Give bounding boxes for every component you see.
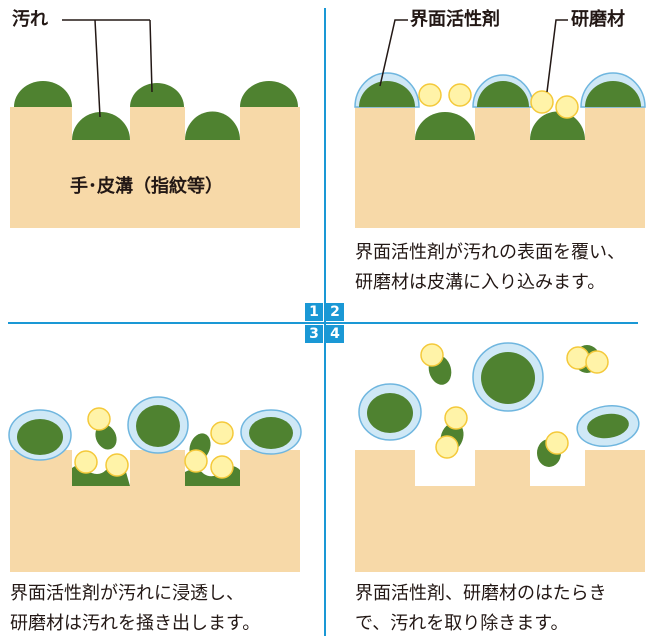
- dirt-label: 汚れ: [12, 9, 48, 30]
- dirt-bump: [530, 111, 585, 140]
- dirt-blob: [95, 424, 117, 450]
- dirt-bump: [415, 112, 475, 140]
- panel-number-2: 2: [326, 303, 344, 321]
- dirt-blob: [249, 417, 293, 449]
- dirt-bump: [585, 81, 641, 107]
- panel-4-caption: 界面活性剤、研磨材のはたらき で、汚れを取り除きます。: [355, 583, 607, 634]
- panel-2-caption: 界面活性剤が汚れの表面を覆い、 研磨材は皮溝に入り込みます。: [355, 242, 625, 293]
- abrasive-particle: [87, 407, 111, 431]
- abrasive-particle: [444, 406, 468, 430]
- abrasive-particle: [448, 83, 472, 107]
- panel-2: [354, 19, 646, 228]
- panel-number-3: 3: [305, 325, 323, 343]
- skin-groove-label: 手･皮溝（指紋等）: [70, 176, 223, 197]
- abrasive-label: 研磨材: [571, 9, 625, 30]
- abrasive-particle: [566, 346, 590, 370]
- dirt-bump: [185, 111, 240, 140]
- abrasive-particle: [420, 343, 444, 367]
- abrasive-particle: [530, 90, 554, 114]
- abrasive-particle: [585, 350, 609, 374]
- abrasive-leader-line: [546, 19, 568, 93]
- dirt-bump: [130, 83, 184, 107]
- dirt-blob: [367, 393, 413, 433]
- abrasive-particle: [105, 453, 129, 477]
- surfactant-label: 界面活性剤: [410, 9, 500, 30]
- skin-groove-surface: [355, 107, 645, 228]
- abrasive-particle: [74, 450, 98, 474]
- abrasive-particle: [210, 421, 234, 445]
- skin-groove-surface: [10, 450, 300, 572]
- panel-number-1: 1: [305, 303, 323, 321]
- dirt-blob: [136, 405, 180, 447]
- skin-groove-surface: [355, 450, 645, 572]
- abrasive-particle: [555, 95, 579, 119]
- panel-4: [355, 342, 645, 572]
- panel-number-4: 4: [326, 325, 344, 343]
- skin-groove-surface: [10, 107, 300, 228]
- dirt-bump: [359, 81, 415, 107]
- dirt-bump: [477, 81, 529, 107]
- dirt-leader-line: [62, 19, 153, 118]
- dirt-blob: [17, 419, 63, 455]
- abrasive-particle: [184, 449, 208, 473]
- surfactant-leader-line: [379, 19, 408, 87]
- abrasive-particle: [418, 83, 442, 107]
- abrasive-particle: [545, 431, 569, 455]
- panel-1: [10, 19, 300, 228]
- dirt-blob: [481, 352, 535, 404]
- abrasive-particle: [210, 455, 234, 479]
- dirt-bump: [240, 81, 298, 107]
- abrasive-particle: [435, 435, 459, 459]
- panel-3-caption: 界面活性剤が汚れに浸透し、 研磨材は汚れを掻き出します。: [10, 583, 261, 634]
- panel-3: [8, 396, 302, 572]
- dirt-bump: [72, 112, 130, 140]
- dirt-blob: [587, 413, 629, 439]
- dirt-bump: [14, 81, 72, 107]
